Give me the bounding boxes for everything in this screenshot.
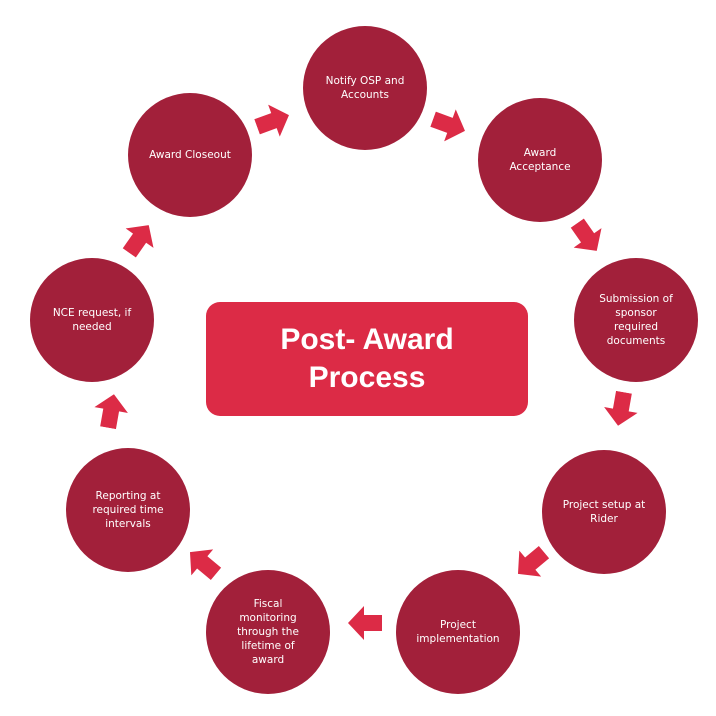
arrow-down-right-icon bbox=[563, 213, 610, 260]
step-project-implementation: Project implementation bbox=[396, 570, 520, 694]
step-label: Award Acceptance bbox=[509, 147, 571, 173]
step-nce-request: NCE request, if needed bbox=[30, 258, 154, 382]
step-label: Reporting at required time intervals bbox=[92, 490, 164, 530]
step-submission-documents: Submission of sponsor required documents bbox=[574, 258, 698, 382]
step-label: NCE request, if needed bbox=[52, 307, 132, 333]
step-notify-osp: Notify OSP and Accounts bbox=[303, 26, 427, 150]
center-title-box: Post- Award Process bbox=[206, 302, 528, 416]
step-reporting: Reporting at required time intervals bbox=[66, 448, 190, 572]
arrow-right-icon bbox=[251, 99, 295, 143]
arrow-right-icon bbox=[427, 103, 471, 147]
arrow-up-right-icon bbox=[115, 215, 162, 262]
step-fiscal-monitoring: Fiscal monitoring through the lifetime o… bbox=[206, 570, 330, 694]
step-label: Project setup at Rider bbox=[562, 499, 646, 525]
step-project-setup: Project setup at Rider bbox=[542, 450, 666, 574]
arrow-up-left-icon bbox=[179, 539, 227, 587]
arrow-down-icon bbox=[601, 389, 640, 428]
arrow-down-left-icon bbox=[507, 539, 555, 587]
step-award-acceptance: Award Acceptance bbox=[478, 98, 602, 222]
arrow-left-icon bbox=[348, 606, 382, 640]
step-award-closeout: Award Closeout bbox=[128, 93, 252, 217]
step-label: Notify OSP and Accounts bbox=[325, 75, 405, 101]
step-label: Fiscal monitoring through the lifetime o… bbox=[237, 598, 299, 666]
step-label: Project implementation bbox=[416, 619, 500, 645]
center-title: Post- Award Process bbox=[280, 323, 454, 394]
step-label: Award Closeout bbox=[149, 149, 231, 161]
step-label: Submission of sponsor required documents bbox=[599, 293, 673, 347]
arrow-up-icon bbox=[91, 391, 130, 430]
